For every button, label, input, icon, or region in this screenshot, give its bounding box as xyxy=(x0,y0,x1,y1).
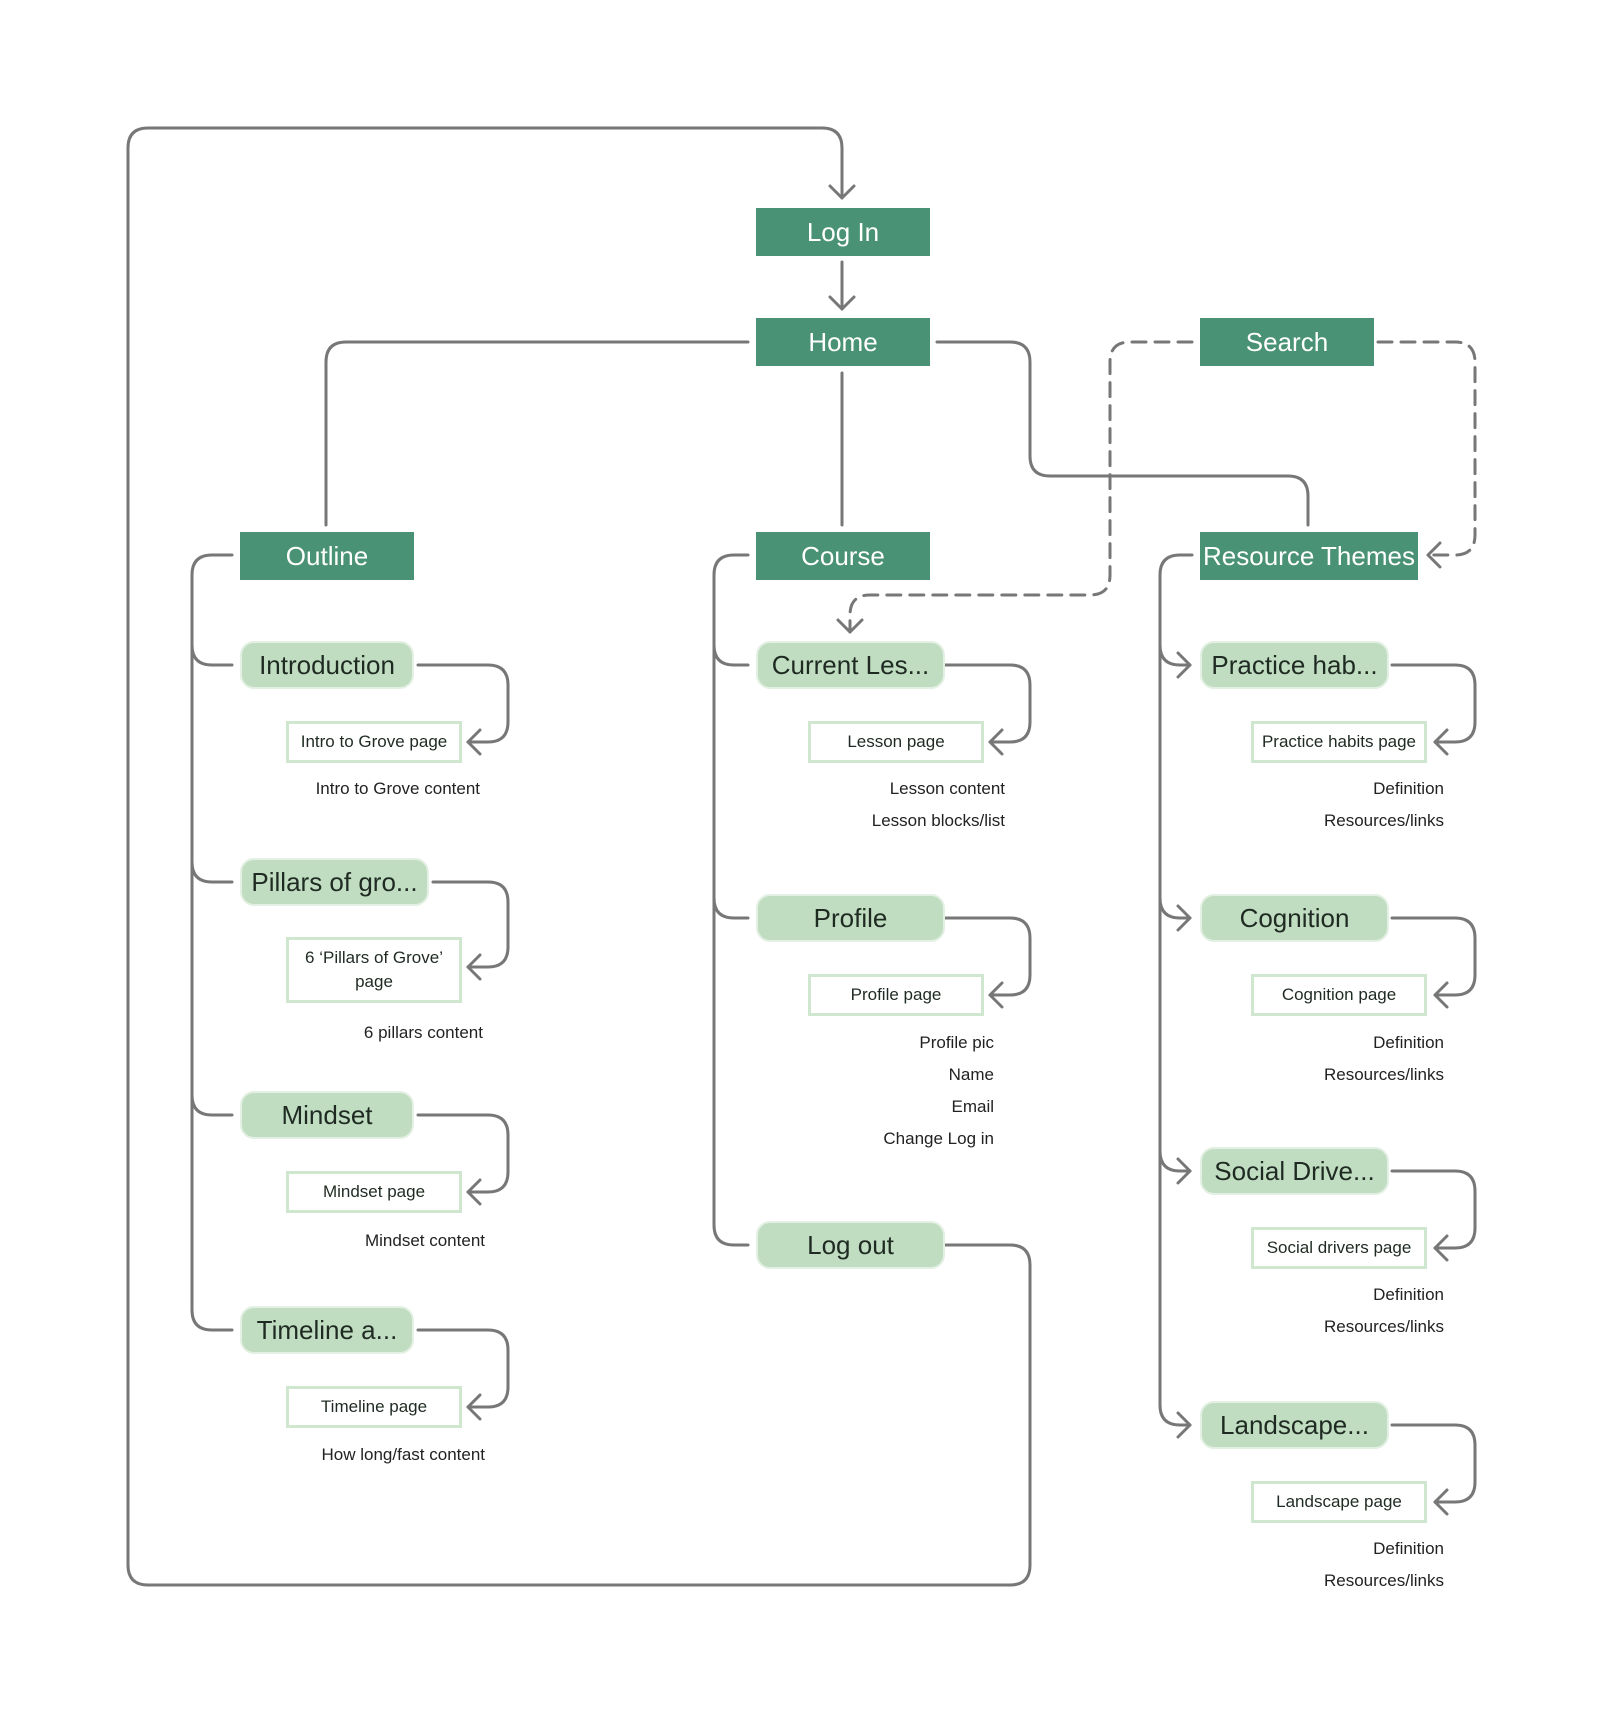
lesson-note-2: Lesson blocks/list xyxy=(871,811,1005,830)
profile-note-1: Profile pic xyxy=(919,1033,994,1052)
landscape-node[interactable]: Landscape... xyxy=(1200,1401,1389,1449)
search-to-resources-connector xyxy=(1376,340,1477,557)
timeline-page[interactable]: Timeline page xyxy=(286,1386,462,1428)
pillars-node[interactable]: Pillars of gro... xyxy=(240,858,429,906)
intro-note: Intro to Grove content xyxy=(315,779,480,798)
social-drivers-page[interactable]: Social drivers page xyxy=(1251,1227,1427,1269)
social-note-2: Resources/links xyxy=(1324,1317,1444,1336)
profile-note-2: Name xyxy=(948,1065,994,1084)
outline-node[interactable]: Outline xyxy=(240,532,414,580)
profile-note-4: Change Log in xyxy=(883,1129,994,1148)
cognition-page[interactable]: Cognition page xyxy=(1251,974,1427,1016)
lesson-dashed-arrowhead xyxy=(836,618,864,634)
home-to-outline-connector xyxy=(324,340,750,527)
timeline-node[interactable]: Timeline a... xyxy=(240,1306,414,1354)
practice-note-1: Definition xyxy=(1373,779,1444,798)
landscape-note-2: Resources/links xyxy=(1324,1571,1444,1590)
resources-dashed-arrowhead xyxy=(1426,541,1442,569)
landscape-note-1: Definition xyxy=(1373,1539,1444,1558)
practice-note-2: Resources/links xyxy=(1324,811,1444,830)
timeline-note: How long/fast content xyxy=(321,1445,485,1464)
introduction-node[interactable]: Introduction xyxy=(240,641,414,689)
home-arrowhead xyxy=(828,295,856,311)
home-node[interactable]: Home xyxy=(756,318,930,366)
cognition-note-2: Resources/links xyxy=(1324,1065,1444,1084)
mindset-page[interactable]: Mindset page xyxy=(286,1171,462,1213)
login-arrowhead xyxy=(828,184,856,200)
practice-habits-page[interactable]: Practice habits page xyxy=(1251,721,1427,763)
logout-to-login-connector xyxy=(126,126,1032,1587)
cognition-arrowhead xyxy=(1176,904,1192,932)
landscape-page[interactable]: Landscape page xyxy=(1251,1481,1427,1523)
lesson-page[interactable]: Lesson page xyxy=(808,721,984,763)
practice-habits-node[interactable]: Practice hab... xyxy=(1200,641,1389,689)
home-to-resources-connector xyxy=(935,340,1310,527)
pillars-note: 6 pillars content xyxy=(363,1023,483,1042)
pillars-page[interactable]: 6 ‘Pillars of Grove’ page xyxy=(286,937,462,1003)
resources-trunk-connector xyxy=(1158,553,1194,1427)
social-arrowhead xyxy=(1176,1157,1192,1185)
practice-arrowhead xyxy=(1176,651,1192,679)
mindset-note: Mindset content xyxy=(364,1231,485,1250)
logout-node[interactable]: Log out xyxy=(756,1221,945,1269)
course-node[interactable]: Course xyxy=(756,532,930,580)
social-drivers-node[interactable]: Social Drive... xyxy=(1200,1147,1389,1195)
profile-page[interactable]: Profile page xyxy=(808,974,984,1016)
profile-note-3: Email xyxy=(951,1097,994,1116)
resource-themes-node[interactable]: Resource Themes xyxy=(1200,532,1418,580)
social-note-1: Definition xyxy=(1373,1285,1444,1304)
current-lesson-node[interactable]: Current Les... xyxy=(756,641,945,689)
lesson-note-1: Lesson content xyxy=(889,779,1005,798)
intro-to-grove-page[interactable]: Intro to Grove page xyxy=(286,721,462,763)
profile-node[interactable]: Profile xyxy=(756,894,945,942)
search-node[interactable]: Search xyxy=(1200,318,1374,366)
login-node[interactable]: Log In xyxy=(756,208,930,256)
cognition-note-1: Definition xyxy=(1373,1033,1444,1052)
section-to-page-hooks xyxy=(416,663,1477,1516)
landscape-arrowhead xyxy=(1176,1411,1192,1439)
cognition-node[interactable]: Cognition xyxy=(1200,894,1389,942)
outline-trunk-connector xyxy=(190,553,234,1332)
mindset-node[interactable]: Mindset xyxy=(240,1091,414,1139)
search-to-lesson-connector xyxy=(848,340,1194,634)
